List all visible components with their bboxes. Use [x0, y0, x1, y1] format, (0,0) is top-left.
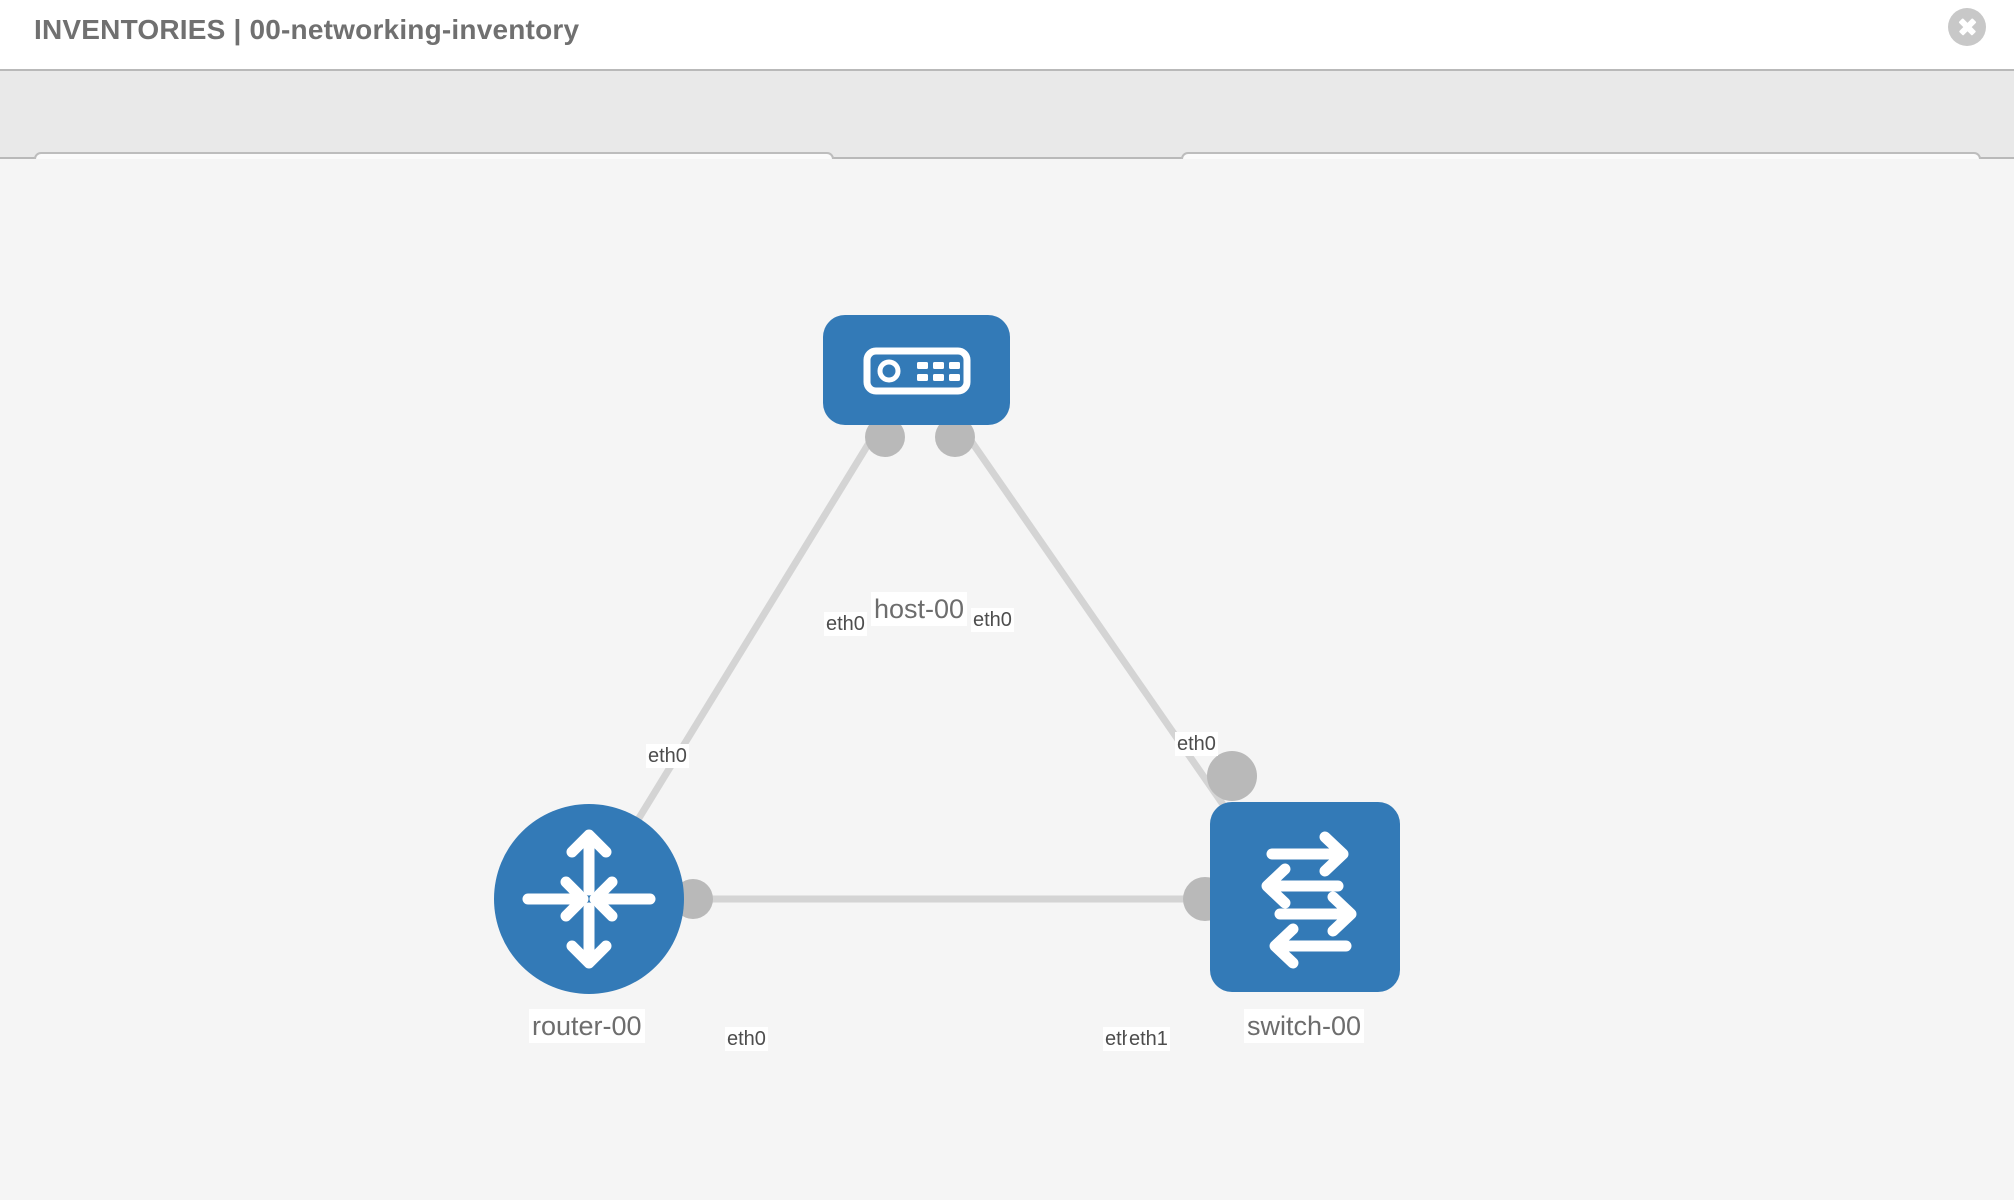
- port-circle-host-left: [865, 417, 905, 457]
- node-label-host-00: host-00: [871, 592, 968, 626]
- link-port-circles: [673, 417, 1257, 921]
- topology-links-layer: [617, 417, 1257, 921]
- switch-arrows-icon: [1261, 831, 1357, 969]
- toolbar: ACTIONS SEARCH: [0, 69, 2014, 204]
- port-label-switch-uplink: eth0: [1175, 732, 1218, 756]
- port-label-host-right: eth0: [971, 608, 1014, 632]
- node-switch-00[interactable]: [1210, 802, 1400, 992]
- node-router-00[interactable]: [494, 804, 684, 994]
- port-label-host-left: eth0: [824, 612, 867, 636]
- server-icon: [863, 347, 971, 395]
- node-label-router-00: router-00: [529, 1009, 645, 1043]
- node-host-00[interactable]: [823, 315, 1010, 425]
- page-header: INVENTORIES | 00-networking-inventory: [0, 0, 2014, 69]
- link-lines: [617, 423, 1243, 903]
- link-host-router: [617, 423, 883, 851]
- topology-canvas[interactable]: host-00 router-00 switch-00 eth0 eth0 et…: [0, 159, 2014, 1200]
- link-host-switch: [957, 423, 1243, 831]
- node-label-switch-00: switch-00: [1244, 1009, 1365, 1043]
- page-title: INVENTORIES | 00-networking-inventory: [34, 14, 580, 45]
- router-arrows-icon: [522, 829, 656, 969]
- port-label-switch-to-router-b: eth1: [1127, 1027, 1170, 1051]
- close-icon[interactable]: [1948, 8, 1986, 46]
- port-label-router-uplink: eth0: [646, 744, 689, 768]
- port-circle-host-right: [935, 417, 975, 457]
- port-label-router-to-switch: eth0: [725, 1027, 768, 1051]
- port-circle-switch-top: [1207, 751, 1257, 801]
